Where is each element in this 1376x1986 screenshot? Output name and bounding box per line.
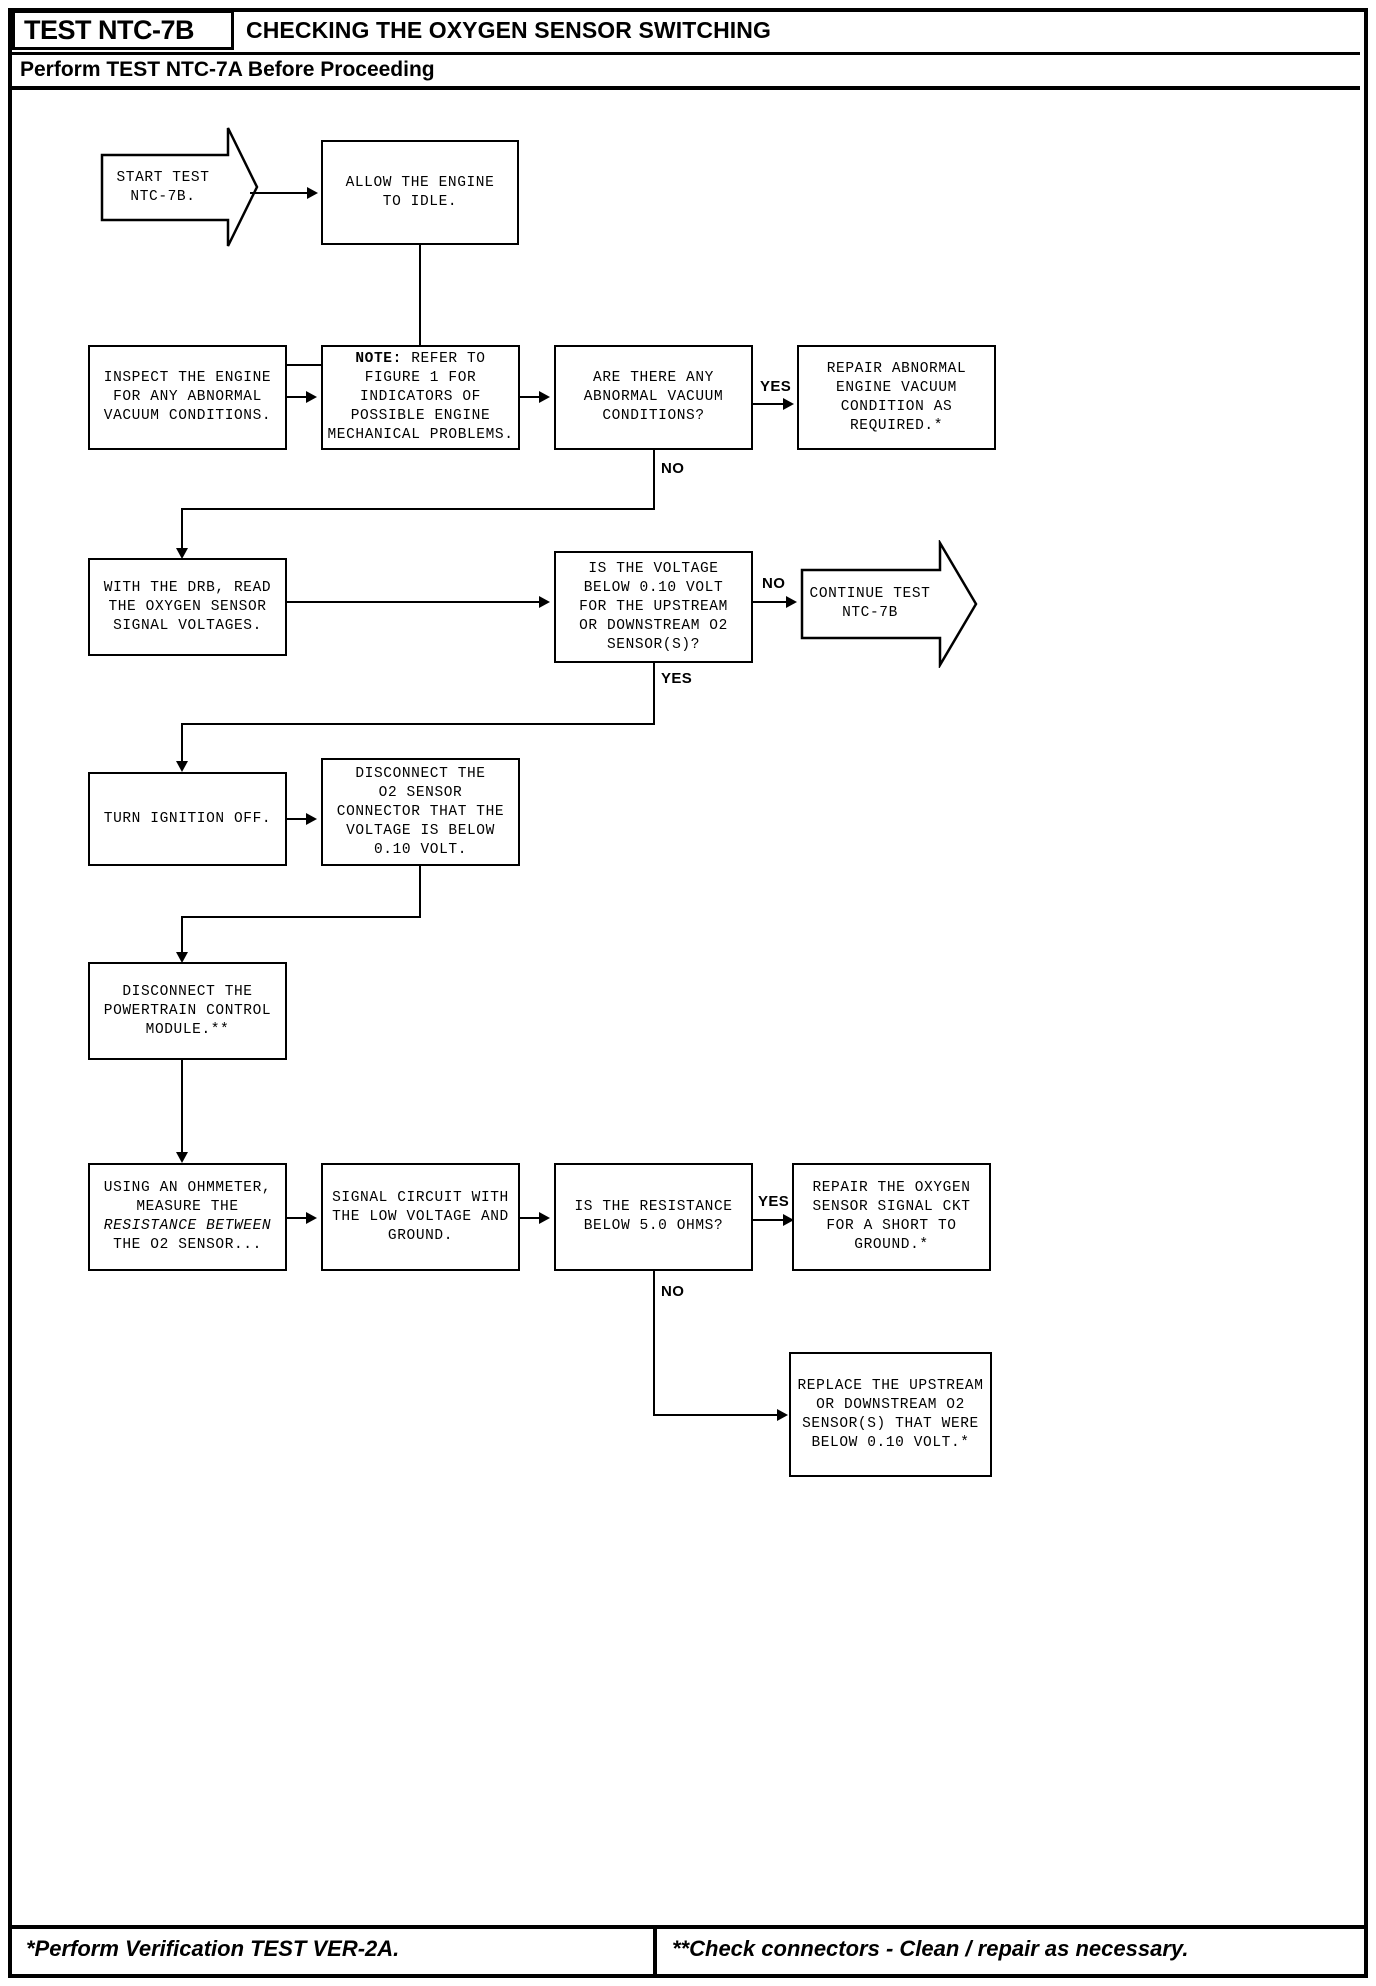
node-disconnect-pcm-text: DISCONNECT THE POWERTRAIN CONTROL MODULE… [103, 983, 272, 1038]
node-decision-abnormal-vacuum: ARE THERE ANY ABNORMAL VACUUM CONDITIONS… [554, 345, 753, 450]
node-measure-resistance: USING AN OHMMETER, MEASURE THE RESISTANCE … [88, 1163, 287, 1271]
node-read-signal-voltages: WITH THE DRB, READ THE OXYGEN SENSOR SIG… [88, 558, 287, 656]
connector-voltage-yes-to-ignition [181, 723, 183, 767]
arrowhead-voltage-no [786, 596, 797, 608]
arrowhead-read-to-voltage-decision [539, 596, 550, 608]
continue-test-banner: CONTINUE TEST NTC-7B [800, 538, 978, 670]
arrowhead-start-to-idle [307, 187, 318, 199]
footer-right-note: **Check connectors - Clean / repair as n… [672, 1936, 1189, 1961]
node-signal-circuit-text: SIGNAL CIRCUIT WITH THE LOW VOLTAGE AND … [332, 1189, 509, 1244]
page-header: TEST NTC-7B CHECKING THE OXYGEN SENSOR S… [8, 8, 1368, 90]
node-disconnect-o2-connector: DISCONNECT THE O2 SENSOR CONNECTOR THAT … [321, 758, 520, 866]
node-decision-resistance-below: IS THE RESISTANCE BELOW 5.0 OHMS? [554, 1163, 753, 1271]
test-id-box: TEST NTC-7B [12, 10, 234, 50]
edge-label-no-resistance: NO [661, 1283, 685, 1300]
edge-label-yes-vacuum: YES [760, 378, 792, 395]
arrowhead-vacuum-no-to-read [176, 548, 188, 559]
note-rest-text: REFER TO FIGURE 1 FOR INDICATORS OF POSS… [327, 351, 514, 443]
connector-resistance-no-down [653, 1271, 655, 1416]
node-disconnect-o2-connector-text: DISCONNECT THE O2 SENSOR CONNECTOR THAT … [336, 765, 505, 858]
node-decision-abnormal-vacuum-text: ARE THERE ANY ABNORMAL VACUUM CONDITIONS… [583, 370, 724, 424]
connector-o2-to-pcm [181, 916, 183, 958]
note-bold-label: NOTE: [355, 351, 402, 367]
node-inspect-engine: INSPECT THE ENGINE FOR ANY ABNORMAL VACU… [88, 345, 287, 450]
start-banner-text: START TEST NTC-7B. [116, 169, 210, 205]
connector-start-to-idle [250, 192, 312, 194]
connector-vacuum-no-left [181, 508, 655, 510]
connector-vacuum-no-down [653, 450, 655, 510]
edge-label-yes-voltage: YES [661, 670, 693, 687]
connector-voltage-yes-down [653, 663, 655, 725]
page-title: CHECKING THE OXYGEN SENSOR SWITCHING [246, 16, 771, 43]
header-subtitle: Perform TEST NTC-7A Before Proceeding [20, 58, 435, 81]
arrowhead-voltage-yes-to-ignition [176, 761, 188, 772]
node-allow-engine-idle: ALLOW THE ENGINE TO IDLE. [321, 140, 519, 245]
node-measure-resistance-text: USING AN OHMMETER, MEASURE THE RESISTANCE … [100, 1179, 275, 1255]
connector-resistance-yes [753, 1219, 788, 1221]
arrowhead-ohmmeter-to-signal [306, 1212, 317, 1224]
header-bottom-divider [8, 86, 1360, 90]
page-border [8, 8, 1368, 1978]
arrowhead-vacuum-yes [783, 398, 794, 410]
edge-label-no-vacuum: NO [661, 460, 685, 477]
node-disconnect-pcm: DISCONNECT THE POWERTRAIN CONTROL MODULE… [88, 962, 287, 1060]
node-decision-voltage-below: IS THE VOLTAGE BELOW 0.10 VOLT FOR THE U… [554, 551, 753, 663]
arrowhead-pcm-to-ohmmeter [176, 1152, 188, 1163]
edge-label-yes-resistance: YES [758, 1193, 790, 1210]
header-divider [8, 52, 1360, 55]
node-repair-abnormal-vacuum: REPAIR ABNORMAL ENGINE VACUUM CONDITION … [797, 345, 996, 450]
footer-divider-rule [12, 1925, 1364, 1929]
connector-o2-down [419, 866, 421, 918]
node-allow-engine-idle-text: ALLOW THE ENGINE TO IDLE. [345, 174, 495, 210]
ohmmeter-line-4: THE O2 SENSOR... [113, 1237, 262, 1253]
node-note-figure1-text: NOTE: REFER TO FIGURE 1 FOR INDICATORS O… [323, 350, 517, 445]
ohmmeter-line-1: USING AN OHMMETER, [103, 1180, 272, 1196]
connector-vacuum-yes [753, 403, 788, 405]
arrowhead-note-to-vacuum-decision [539, 391, 550, 403]
node-note-figure1: NOTE: REFER TO FIGURE 1 FOR INDICATORS O… [321, 345, 520, 450]
connector-signal-to-resistance-decision [520, 1217, 542, 1219]
continue-test-banner-shape [800, 538, 978, 670]
arrowhead-signal-to-resistance-decision [539, 1212, 550, 1224]
arrowhead-ignition-to-disconnect-o2 [306, 813, 317, 825]
connector-resistance-no-right [653, 1414, 781, 1416]
connector-idle-down [419, 245, 421, 365]
connector-read-to-voltage-decision [287, 601, 542, 603]
edge-label-no-voltage: NO [762, 575, 786, 592]
node-repair-signal-short-text: REPAIR THE OXYGEN SENSOR SIGNAL CKT FOR … [812, 1180, 971, 1253]
node-turn-ignition-off-text: TURN IGNITION OFF. [103, 810, 272, 827]
node-turn-ignition-off: TURN IGNITION OFF. [88, 772, 287, 866]
connector-idle-left [181, 364, 421, 366]
node-repair-signal-short: REPAIR THE OXYGEN SENSOR SIGNAL CKT FOR … [792, 1163, 991, 1271]
connector-voltage-no [753, 601, 791, 603]
arrowhead-resistance-yes [783, 1214, 794, 1226]
connector-vacuum-no-to-read [181, 508, 183, 554]
node-inspect-engine-text: INSPECT THE ENGINE FOR ANY ABNORMAL VACU… [103, 370, 272, 424]
connector-voltage-yes-left [181, 723, 655, 725]
connector-inspect-to-note [287, 396, 309, 398]
footer-left-note: *Perform Verification TEST VER-2A. [26, 1936, 400, 1961]
node-replace-o2-sensors-text: REPLACE THE UPSTREAM OR DOWNSTREAM O2 SE… [797, 1377, 984, 1451]
footer-vertical-divider [653, 1929, 657, 1978]
test-id-label: TEST NTC-7B [24, 14, 195, 45]
ohmmeter-line-2: MEASURE THE [136, 1199, 239, 1215]
connector-note-to-vacuum-decision [520, 396, 542, 398]
arrowhead-resistance-no-to-replace [777, 1409, 788, 1421]
start-banner: START TEST NTC-7B. [100, 125, 260, 250]
node-repair-abnormal-vacuum-text: REPAIR ABNORMAL ENGINE VACUUM CONDITION … [826, 360, 967, 434]
arrowhead-o2-to-pcm [176, 952, 188, 963]
node-read-signal-voltages-text: WITH THE DRB, READ THE OXYGEN SENSOR SIG… [103, 579, 272, 634]
node-signal-circuit: SIGNAL CIRCUIT WITH THE LOW VOLTAGE AND … [321, 1163, 520, 1271]
continue-test-banner-text: CONTINUE TEST NTC-7B [809, 586, 931, 621]
arrowhead-inspect-to-note [306, 391, 317, 403]
connector-pcm-down [181, 1060, 183, 1158]
connector-ohmmeter-to-signal [287, 1217, 309, 1219]
node-decision-voltage-below-text: IS THE VOLTAGE BELOW 0.10 VOLT FOR THE U… [579, 560, 728, 653]
connector-ignition-to-disconnect-o2 [287, 818, 309, 820]
node-decision-resistance-below-text: IS THE RESISTANCE BELOW 5.0 OHMS? [574, 1199, 733, 1234]
node-replace-o2-sensors: REPLACE THE UPSTREAM OR DOWNSTREAM O2 SE… [789, 1352, 992, 1477]
connector-o2-left [181, 916, 421, 918]
start-banner-shape [100, 127, 259, 247]
ohmmeter-line-3: RESISTANCE BETWEEN [103, 1218, 272, 1234]
